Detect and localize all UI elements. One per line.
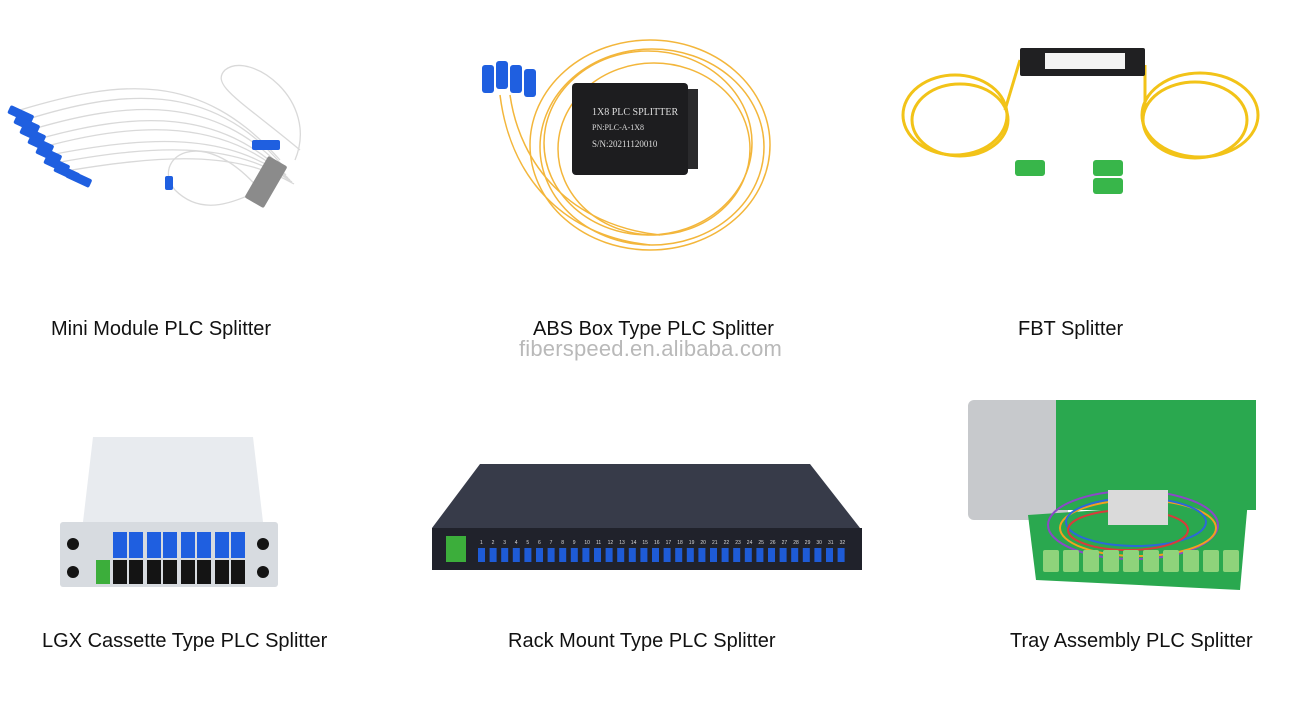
caption-tray-assembly: Tray Assembly PLC Splitter <box>1010 630 1253 652</box>
rack-port <box>826 548 833 562</box>
product-mini-module[interactable] <box>0 40 340 240</box>
rack-port <box>779 548 787 562</box>
rack-port-label: 24 <box>747 540 753 546</box>
rack-port <box>570 548 578 562</box>
rack-port <box>802 548 810 562</box>
rack-port-label: 21 <box>712 540 718 546</box>
product-abs-box[interactable]: 1X8 PLC SPLITTER PN:PLC-A-1X8 S/N:202111… <box>470 35 780 260</box>
rack-port-label: 27 <box>782 540 788 546</box>
rack-port <box>547 548 555 562</box>
rack-port-label: 8 <box>561 540 564 546</box>
rack-port <box>640 548 648 562</box>
rack-port <box>768 548 775 562</box>
rack-port-label: 4 <box>515 540 518 546</box>
rack-port-label: 2 <box>492 540 495 546</box>
caption-mini-module: Mini Module PLC Splitter <box>51 318 272 340</box>
rack-port <box>559 548 567 562</box>
rack-port-label: 18 <box>677 540 683 546</box>
rack-port-label: 15 <box>642 540 648 546</box>
rack-port <box>744 548 752 562</box>
rack-port-label: 7 <box>550 540 553 546</box>
rack-port-label: 10 <box>584 540 590 546</box>
rack-port <box>512 548 520 562</box>
product-tray-assembly[interactable] <box>968 400 1264 610</box>
rack-port-label: 6 <box>538 540 541 546</box>
rack-port <box>524 548 532 562</box>
rack-port-label: 20 <box>700 540 706 546</box>
product-lgx-cassette[interactable] <box>58 432 280 592</box>
watermark: fiberspeed.en.alibaba.com <box>518 336 783 361</box>
rack-port-label: 31 <box>828 540 834 546</box>
rack-port-label: 12 <box>608 540 614 546</box>
rack-port <box>628 548 636 562</box>
rack-port-label: 25 <box>758 540 764 546</box>
rack-port-label: 17 <box>666 540 672 546</box>
caption-fbt: FBT Splitter <box>1018 318 1124 340</box>
rack-port <box>663 548 671 562</box>
abs-box-label-line3: S/N:20211120010 <box>592 139 658 149</box>
rack-port <box>617 548 625 562</box>
rack-port-label: 3 <box>503 540 506 546</box>
tray-assembly-plc-splitter-image[interactable] <box>968 400 1264 610</box>
rack-port-label: 26 <box>770 540 776 546</box>
rack-port <box>675 548 683 562</box>
rack-port-label: 13 <box>619 540 625 546</box>
rack-port-label: 9 <box>573 540 576 546</box>
rack-port <box>698 548 706 562</box>
lgx-cassette-plc-splitter-image[interactable] <box>58 432 280 592</box>
rack-port-label: 1 <box>480 540 483 546</box>
rack-port <box>814 548 822 562</box>
rack-port-label: 30 <box>816 540 822 546</box>
abs-box-plc-splitter-image[interactable]: 1X8 PLC SPLITTER PN:PLC-A-1X8 S/N:202111… <box>470 35 780 260</box>
caption-rack-mount: Rack Mount Type PLC Splitter <box>508 630 776 652</box>
rack-port <box>582 548 590 562</box>
rack-port-label: 22 <box>724 540 730 546</box>
rack-port-label: 5 <box>526 540 529 546</box>
mini-module-plc-splitter-image[interactable] <box>0 40 340 240</box>
rack-port <box>791 548 799 562</box>
abs-box-label-line1: 1X8 PLC SPLITTER <box>592 107 678 118</box>
rack-port <box>686 548 694 562</box>
rack-port <box>501 548 509 562</box>
rack-port-label: 11 <box>596 540 601 546</box>
caption-lgx-cassette: LGX Cassette Type PLC Splitter <box>42 630 328 652</box>
rack-port <box>536 548 543 562</box>
rack-port-label: 29 <box>805 540 811 546</box>
rack-port-label: 14 <box>631 540 637 546</box>
rack-port <box>710 548 717 562</box>
rack-port-label: 32 <box>840 540 846 546</box>
product-fbt[interactable] <box>895 40 1265 210</box>
rack-port <box>478 548 485 562</box>
rack-port-label: 16 <box>654 540 660 546</box>
rack-port <box>733 548 741 562</box>
rack-port <box>594 548 601 562</box>
rack-port <box>605 548 613 562</box>
rack-port-label: 23 <box>735 540 741 546</box>
rack-port <box>756 548 764 562</box>
rack-port-label: 19 <box>689 540 695 546</box>
rack-port <box>489 548 497 562</box>
rack-port-label: 28 <box>793 540 799 546</box>
fbt-splitter-image[interactable] <box>895 40 1265 210</box>
rack-port <box>721 548 729 562</box>
abs-box-label-line2: PN:PLC-A-1X8 <box>592 123 644 132</box>
rack-port <box>652 548 659 562</box>
caption-abs-box: ABS Box Type PLC Splitter <box>533 318 774 340</box>
rack-port <box>837 548 845 562</box>
